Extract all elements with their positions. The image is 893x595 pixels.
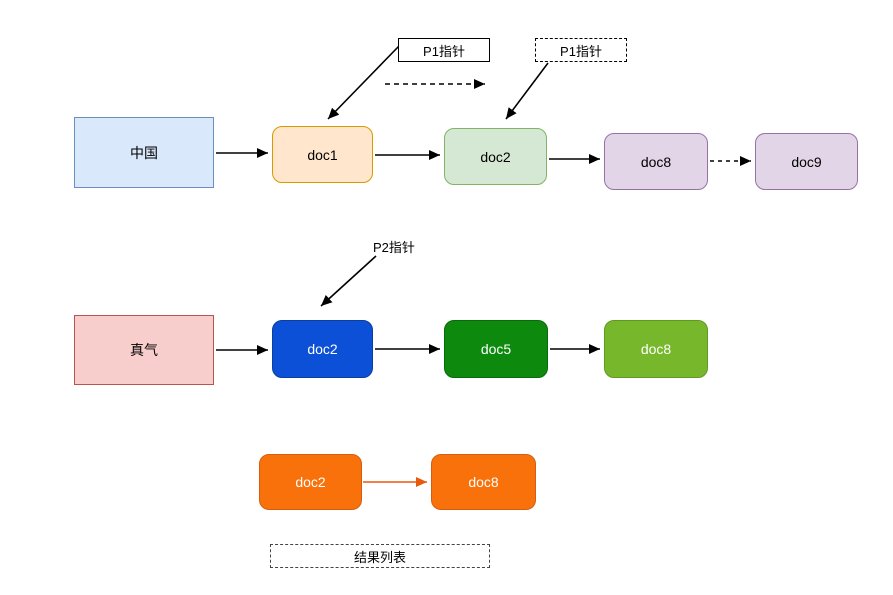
doc-node-doc8-row1: doc8 xyxy=(604,133,708,190)
term-node-zhenqi: 真气 xyxy=(74,315,214,385)
doc-label: doc9 xyxy=(791,153,822,170)
arrow-p2-to-doc2 xyxy=(320,255,377,307)
p1-pointer-label-solid: P1指针 xyxy=(398,38,490,62)
doc-label: doc5 xyxy=(480,341,512,357)
result-list-caption: 结果列表 xyxy=(270,544,490,568)
pointer-label: P1指针 xyxy=(423,43,465,59)
arrow-p1-dashed-to-doc2 xyxy=(505,62,549,120)
doc-node-doc2-result: doc2 xyxy=(259,454,362,510)
doc-label: doc8 xyxy=(640,153,672,170)
doc-label: doc1 xyxy=(307,146,338,163)
caption-label: 结果列表 xyxy=(353,549,406,565)
doc-node-doc2-row1: doc2 xyxy=(444,128,547,185)
term-node-zhongguo: 中国 xyxy=(74,117,214,188)
doc-node-doc8-result: doc8 xyxy=(431,454,536,510)
doc-node-doc2-row2: doc2 xyxy=(272,320,373,378)
p2-pointer-label: P2指针 xyxy=(373,240,415,255)
doc-label: doc8 xyxy=(640,341,672,357)
doc-label: doc2 xyxy=(295,474,326,490)
doc-label: doc2 xyxy=(480,148,511,165)
arrow-p1-solid-to-doc1 xyxy=(327,45,400,120)
doc-node-doc9-row1: doc9 xyxy=(755,133,858,190)
doc-label: doc8 xyxy=(468,474,499,490)
doc-node-doc8-row2: doc8 xyxy=(604,320,708,378)
doc-label: doc2 xyxy=(307,341,338,357)
doc-node-doc1-row1: doc1 xyxy=(272,126,373,183)
pointer-label: P1指针 xyxy=(560,43,602,59)
term-label: 中国 xyxy=(130,144,158,161)
term-label: 真气 xyxy=(130,342,158,358)
p1-pointer-label-dashed: P1指针 xyxy=(535,38,627,62)
doc-node-doc5-row2: doc5 xyxy=(444,320,548,378)
